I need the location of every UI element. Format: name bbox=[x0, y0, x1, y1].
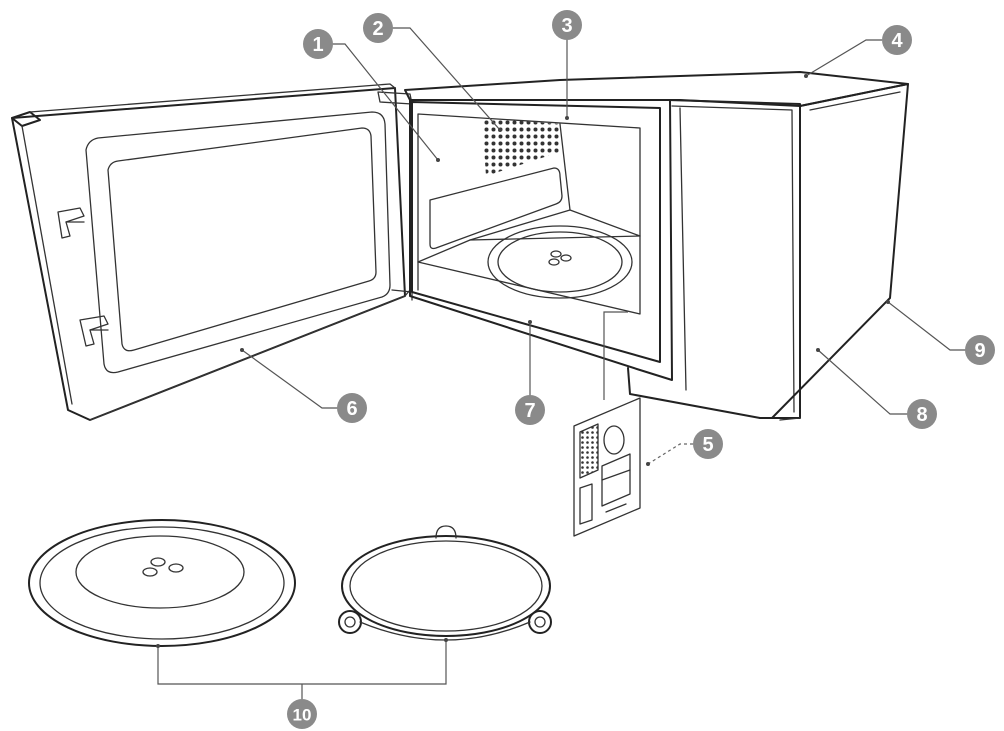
rating-plate bbox=[573, 397, 641, 537]
roller-wheel-right bbox=[528, 610, 552, 634]
glass-turntable-tray bbox=[28, 519, 296, 647]
callout-6-number: 6 bbox=[346, 398, 357, 420]
roller-wheel-left bbox=[338, 610, 362, 634]
callout-2: 2 bbox=[363, 13, 393, 43]
callout-9-number: 9 bbox=[974, 340, 985, 362]
callout-4: 4 bbox=[882, 25, 912, 55]
leader-lines bbox=[156, 27, 966, 700]
door-latch-lower bbox=[79, 315, 109, 347]
callout-7: 7 bbox=[515, 395, 545, 425]
door-latch-upper bbox=[57, 207, 85, 239]
cavity-vent-grille bbox=[482, 118, 560, 176]
roller-ring bbox=[338, 525, 552, 641]
callout-7-number: 7 bbox=[524, 400, 535, 422]
callout-9: 9 bbox=[965, 335, 995, 365]
microwave-body bbox=[404, 71, 909, 421]
callout-5: 5 bbox=[693, 429, 723, 459]
callout-3-number: 3 bbox=[561, 15, 572, 37]
callout-2-number: 2 bbox=[372, 18, 383, 40]
callout-1: 1 bbox=[303, 29, 333, 59]
callout-10: 10 bbox=[287, 699, 317, 729]
callout-5-number: 5 bbox=[702, 434, 713, 456]
callout-1-number: 1 bbox=[312, 34, 323, 56]
callout-4-number: 4 bbox=[891, 30, 903, 52]
callout-6: 6 bbox=[337, 393, 367, 423]
callout-10-number: 10 bbox=[293, 706, 312, 725]
callout-8-number: 8 bbox=[916, 404, 927, 426]
callout-3: 3 bbox=[552, 10, 582, 40]
microwave-door bbox=[11, 83, 413, 421]
cavity-turntable bbox=[487, 225, 633, 299]
callout-8: 8 bbox=[907, 399, 937, 429]
